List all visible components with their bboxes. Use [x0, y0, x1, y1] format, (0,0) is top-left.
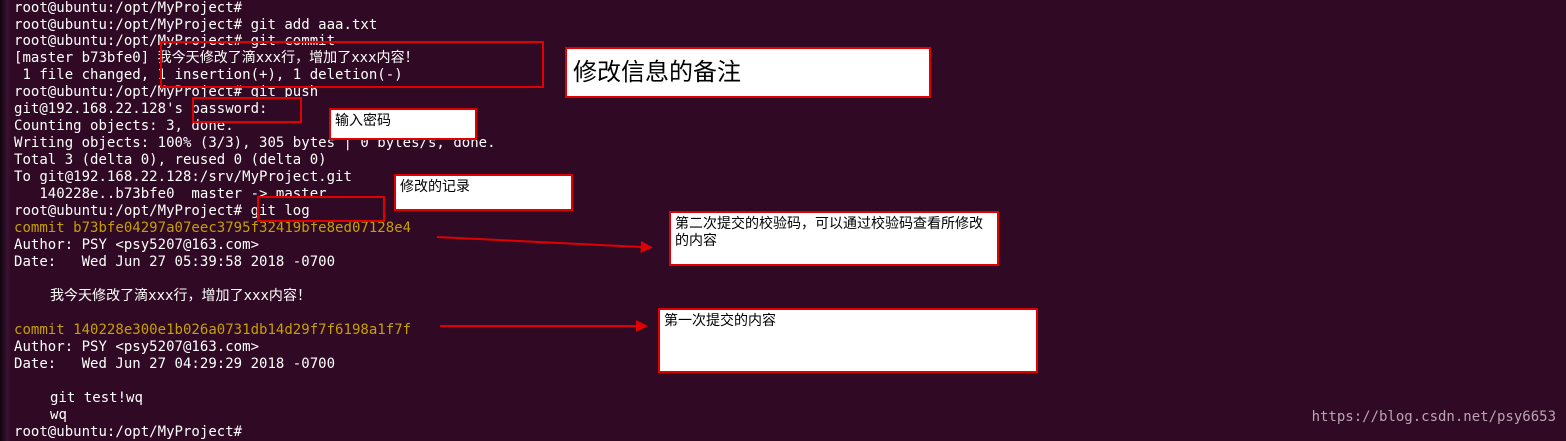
terminal-line: git@192.168.22.128's password: [14, 101, 268, 117]
terminal-line: Author: PSY <psy5207@163.com> [14, 339, 260, 355]
window-edge [0, 0, 11, 441]
second-commit-note: 第二次提交的校验码，可以通过校验码查看所修改的内容 [669, 211, 999, 266]
terminal-line: 1 file changed, 1 insertion(+), 1 deleti… [14, 67, 403, 83]
terminal-line: Counting objects: 3, done. [14, 118, 234, 134]
commit-message-note: 修改信息的备注 [565, 47, 931, 98]
commit-message-line: wq [50, 407, 67, 423]
terminal-line: 140228e..b73bfe0 master -> master [14, 186, 327, 202]
terminal-line: Date: Wed Jun 27 05:39:58 2018 -0700 [14, 254, 336, 270]
commit-message-line: 我今天修改了滴xxx行，增加了xxx内容！ [50, 288, 311, 304]
terminal-line: Total 3 (delta 0), reused 0 (delta 0) [14, 152, 327, 168]
first-commit-note: 第一次提交的内容 [658, 308, 1038, 373]
watermark: https://blog.csdn.net/psy6653 [1311, 409, 1556, 425]
password-note: 输入密码 [329, 108, 477, 140]
log-note: 修改的记录 [394, 174, 573, 211]
terminal-line: root@ubuntu:/opt/MyProject# [14, 0, 243, 16]
password-highlight [192, 97, 302, 123]
terminal-line: root@ubuntu:/opt/MyProject# git add aaa.… [14, 17, 378, 33]
commit-message-line: git test!wq [50, 390, 143, 406]
arrow-icon [440, 320, 648, 332]
commit-hash-line: commit 140228e300e1b026a0731db14d29f7f61… [14, 322, 412, 338]
commit-hash-line: commit b73bfe04297a07eec3795f32419bfe8ed… [14, 220, 412, 236]
terminal-line: Date: Wed Jun 27 04:29:29 2018 -0700 [14, 356, 336, 372]
terminal-line: root@ubuntu:/opt/MyProject# git log [14, 203, 310, 219]
terminal-prompt[interactable]: root@ubuntu:/opt/MyProject# [14, 424, 243, 440]
terminal-line: root@ubuntu:/opt/MyProject# git push [14, 84, 319, 100]
terminal-line: To git@192.168.22.128:/srv/MyProject.git [14, 169, 352, 185]
terminal-line: [master b73bfe0] 我今天修改了滴xxx行，增加了xxx内容！ [14, 50, 419, 66]
terminal-line: Author: PSY <psy5207@163.com> [14, 237, 260, 253]
commit-message-highlight [160, 41, 544, 88]
git-log-highlight [257, 196, 385, 222]
